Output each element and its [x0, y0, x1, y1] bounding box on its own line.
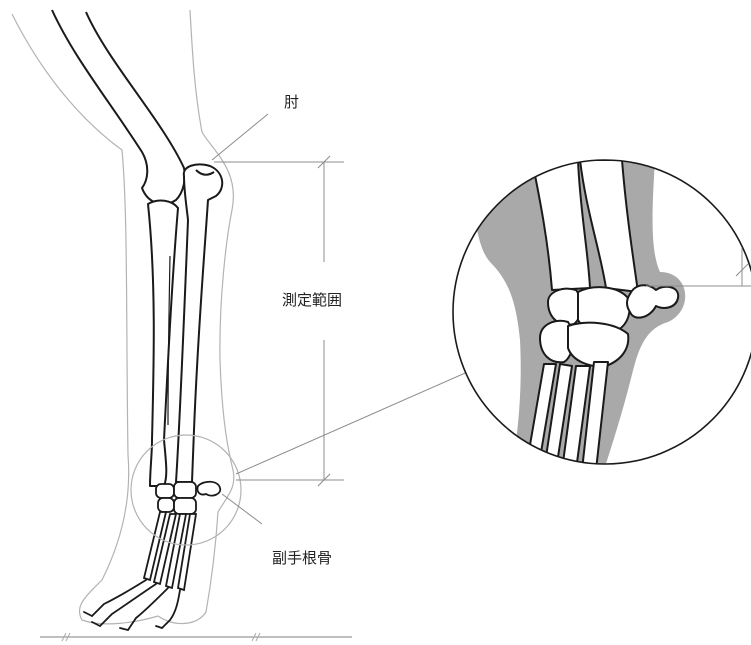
magnifier-connector-lines [236, 370, 472, 474]
ground-line [40, 633, 352, 641]
magnified-wrist-view [453, 160, 751, 470]
phalanges [84, 580, 180, 630]
humerus [52, 10, 185, 204]
carpal-bones [156, 482, 196, 514]
label-elbow: 肘 [284, 93, 299, 111]
radius [148, 201, 178, 486]
ulna [176, 164, 222, 482]
measurement-bracket [214, 156, 344, 486]
accessory-carpal-bone [197, 482, 220, 496]
metacarpals [144, 512, 196, 590]
label-measurement-range: 測定範囲 [282, 291, 342, 309]
label-accessory-carpal-bone: 副手根骨 [272, 549, 332, 567]
